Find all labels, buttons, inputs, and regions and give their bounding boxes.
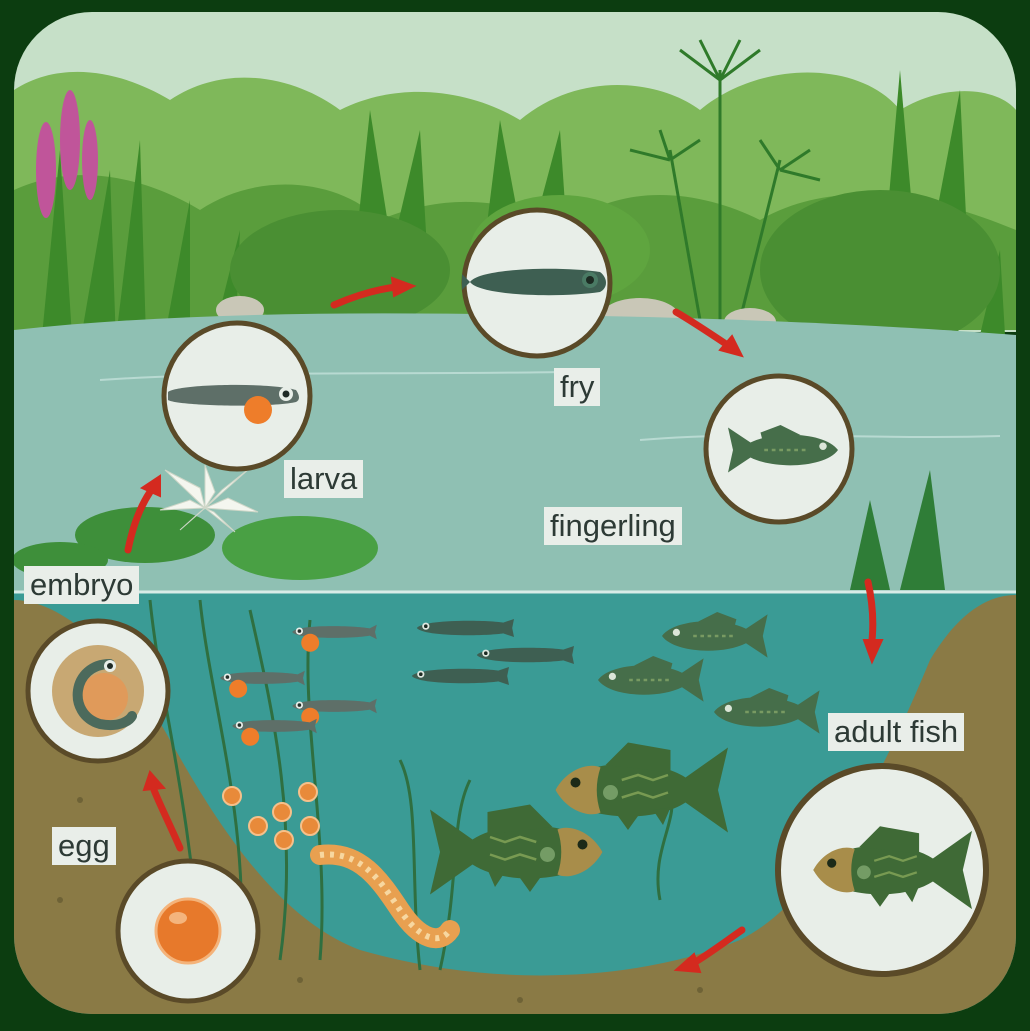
stage-circle-egg bbox=[118, 861, 258, 1001]
stage-label-embryo: embryo bbox=[24, 566, 139, 604]
stage-circle-larva bbox=[164, 323, 310, 469]
stage-circle-fry bbox=[462, 210, 610, 356]
stage-circle-embryo bbox=[28, 621, 168, 761]
stage-circle-adult bbox=[778, 766, 986, 974]
stage-label-adult-fish: adult fish bbox=[828, 713, 964, 751]
stage-label-fry: fry bbox=[554, 368, 600, 406]
stage-label-egg: egg bbox=[52, 827, 116, 865]
stage-circle-fingerling bbox=[706, 376, 852, 522]
stage-label-fingerling: fingerling bbox=[544, 507, 682, 545]
stage-label-larva: larva bbox=[284, 460, 363, 498]
